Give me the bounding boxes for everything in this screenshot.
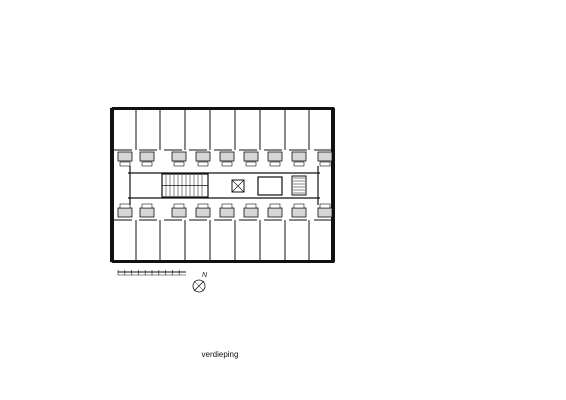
south-pod-fixture <box>197 203 209 209</box>
south-bathroom-pod <box>219 207 235 218</box>
south-facade-wall <box>112 260 334 263</box>
north-pod-fixture <box>119 161 131 167</box>
scale-bar-ticks <box>117 270 180 275</box>
north-room-partitions <box>114 109 331 151</box>
scale-bar <box>117 270 186 276</box>
bathroom-pods <box>117 151 333 218</box>
south-bathroom-pod <box>171 207 187 218</box>
south-room-partitions <box>114 219 331 261</box>
south-bathroom-pod <box>117 207 133 218</box>
north-pod-fixture <box>245 161 257 167</box>
north-label: N <box>202 272 208 279</box>
building-outline <box>111 107 335 263</box>
south-pod-fixture <box>269 203 281 209</box>
west-facade-wall <box>110 108 114 262</box>
north-bathroom-pod <box>219 151 235 162</box>
north-bathroom-pod <box>171 151 187 162</box>
north-bathroom-pod <box>117 151 133 162</box>
south-pod-fixture <box>173 203 185 209</box>
north-pod-fixture <box>173 161 185 167</box>
south-bathroom-pod <box>139 207 155 218</box>
south-pod-fixture <box>119 203 131 209</box>
north-bathroom-pod <box>267 151 283 162</box>
lift-cross-2 <box>231 179 245 193</box>
central-corridor <box>128 166 320 205</box>
stair-treads <box>165 175 305 196</box>
south-bathroom-pod <box>243 207 259 218</box>
north-arrow-line-2 <box>193 280 205 292</box>
north-bathroom-pod <box>139 151 155 162</box>
service-room <box>257 176 283 196</box>
outer-walls <box>110 107 335 263</box>
north-pod-fixture <box>197 161 209 167</box>
south-pod-fixture <box>221 203 233 209</box>
south-pod-fixture <box>245 203 257 209</box>
north-bathroom-pod <box>243 151 259 162</box>
south-pod-fixture <box>293 203 305 209</box>
north-pod-fixture <box>293 161 305 167</box>
south-bathroom-pod <box>195 207 211 218</box>
north-bathroom-pod <box>195 151 211 162</box>
stair-core-right <box>291 175 307 196</box>
north-pod-fixture <box>269 161 281 167</box>
south-bathroom-pod <box>267 207 283 218</box>
north-arrow-circle <box>192 279 206 293</box>
lift-shaft <box>231 179 245 193</box>
east-facade-wall <box>331 108 335 262</box>
north-pod-fixture <box>221 161 233 167</box>
floor-caption: verdieping <box>201 350 239 359</box>
north-facade-wall <box>112 107 334 110</box>
north-bathroom-pod <box>291 151 307 162</box>
north-pod-fixture <box>141 161 153 167</box>
south-pod-fixture <box>319 203 331 209</box>
south-pod-fixture <box>141 203 153 209</box>
north-bathroom-pod <box>317 151 333 162</box>
south-bathroom-pod <box>317 207 333 218</box>
north-arrow: N <box>192 272 208 293</box>
north-pod-fixture <box>319 161 331 167</box>
south-bathroom-pod <box>291 207 307 218</box>
